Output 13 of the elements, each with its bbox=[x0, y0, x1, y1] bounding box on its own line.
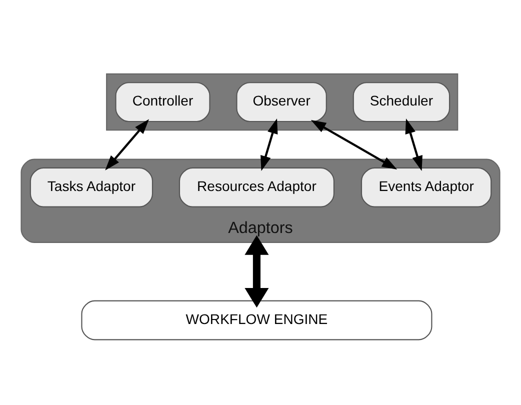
node-box: Observer bbox=[236, 82, 327, 122]
node-box: Controller bbox=[115, 82, 210, 122]
arrow bbox=[105, 119, 150, 170]
arrow bbox=[260, 118, 278, 172]
node-box: Events Adaptor bbox=[360, 167, 492, 208]
node-box: Tasks Adaptor bbox=[30, 167, 154, 208]
arrow bbox=[310, 120, 398, 170]
node-box: Resources Adaptor bbox=[178, 167, 334, 208]
arrow bbox=[405, 118, 422, 172]
cluster bbox=[106, 73, 458, 131]
node-box: WORKFLOW ENGINE bbox=[81, 300, 432, 340]
node-box: Scheduler bbox=[352, 82, 450, 122]
arrow bbox=[244, 235, 269, 308]
